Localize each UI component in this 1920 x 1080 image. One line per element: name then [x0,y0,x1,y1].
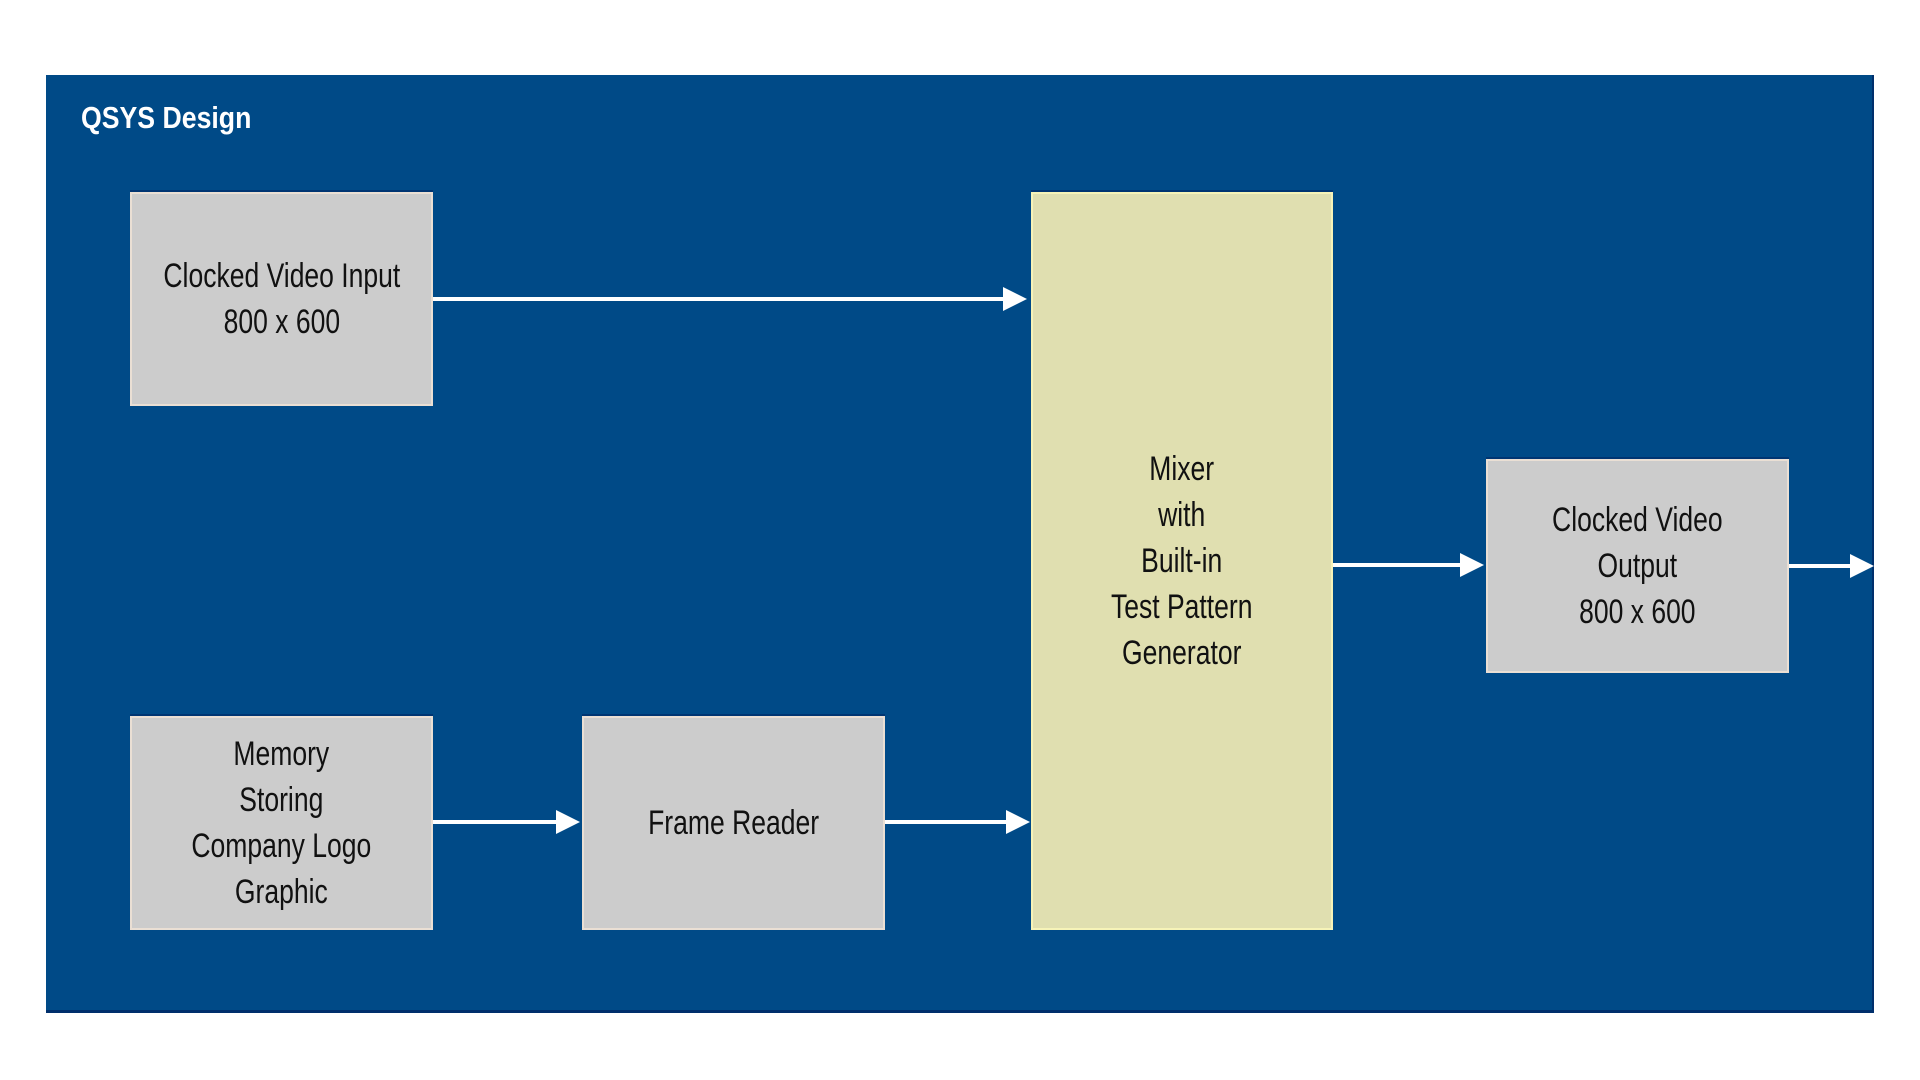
arrow-cvo-to-external-output [1789,554,1874,578]
label-line: Generator [1122,634,1242,672]
clocked-video-output-label: Clocked Video Output 800 x 600 [1552,497,1723,635]
arrow-frame-reader-to-mixer [885,810,1030,834]
frame-reader-label: Frame Reader [648,800,819,846]
clocked-video-input-label: Clocked Video Input 800 x 600 [163,253,400,345]
frame-reader-block: Frame Reader [582,716,885,930]
arrow-cvi-to-mixer [433,287,1027,311]
clocked-video-input-block: Clocked Video Input 800 x 600 [130,192,433,406]
mixer-label: Mixer with Built-in Test Pattern Generat… [1111,446,1253,676]
arrowhead-icon [1006,810,1030,834]
clocked-video-output-block: Clocked Video Output 800 x 600 [1486,459,1789,673]
arrowhead-icon [1003,287,1027,311]
memory-block: Memory Storing Company Logo Graphic [130,716,433,930]
label-line: 800 x 600 [1579,593,1696,631]
diagram-title: QSYS Design [81,100,252,135]
label-line: Frame Reader [648,804,819,842]
label-line: Test Pattern [1111,588,1253,626]
arrow-mixer-to-cvo [1333,553,1484,577]
label-line: Graphic [235,873,328,911]
arrowhead-icon [1850,554,1874,578]
label-line: with [1158,496,1206,534]
label-line: Memory [233,735,330,773]
label-line: 800 x 600 [223,303,340,341]
label-line: Company Logo [191,827,372,865]
arrowhead-icon [1460,553,1484,577]
label-line: Clocked Video Input [163,257,400,295]
label-line: Storing [239,781,324,819]
label-line: Clocked Video [1552,501,1723,539]
label-line: Built-in [1141,542,1223,580]
label-line: Output [1597,547,1678,585]
label-line: Mixer [1149,450,1215,488]
arrowhead-icon [556,810,580,834]
mixer-block: Mixer with Built-in Test Pattern Generat… [1031,192,1333,930]
memory-label: Memory Storing Company Logo Graphic [192,731,372,915]
arrow-memory-to-frame-reader [433,810,580,834]
